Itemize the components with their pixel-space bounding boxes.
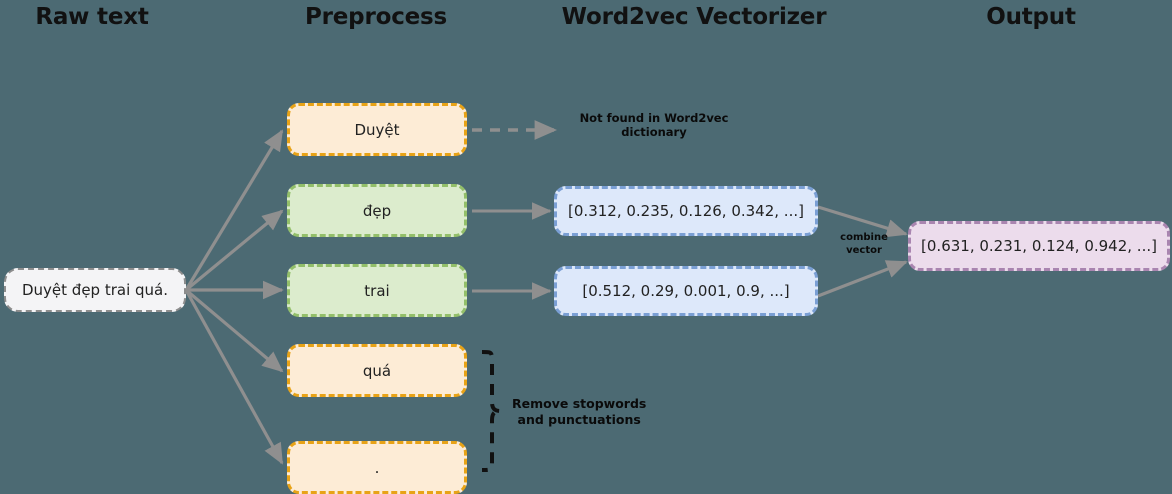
arrow-raw-to-punctuation <box>184 289 284 465</box>
output-vector-label: [0.631, 0.231, 0.124, 0.942, ...] <box>921 237 1157 255</box>
arrow-raw-to-dep <box>184 209 284 292</box>
annotation-combine-vector: combine vector <box>840 232 888 256</box>
token-box-dep[interactable]: đẹp <box>287 184 467 237</box>
column-title-output: Output <box>986 4 1076 30</box>
column-title-word2vec-vectorizer: Word2vec Vectorizer <box>561 4 827 30</box>
annotation-not-found-in-dictionary: Not found in Word2vec dictionary <box>579 111 729 140</box>
raw-text-label: Duyệt đẹp trai quá. <box>21 281 168 299</box>
token-box-qua[interactable]: quá <box>287 344 467 397</box>
token-label-punctuation: . <box>374 458 380 477</box>
token-label-qua: quá <box>362 361 392 380</box>
vector-box-dep[interactable]: [0.312, 0.235, 0.126, 0.342, ...] <box>554 186 818 236</box>
token-label-dep: đẹp <box>362 201 392 220</box>
column-title-preprocess: Preprocess <box>304 4 448 30</box>
brace-remove-stopwords <box>481 350 502 472</box>
vector-box-trai[interactable]: [0.512, 0.29, 0.001, 0.9, ...] <box>554 266 818 316</box>
vector-label-dep: [0.312, 0.235, 0.126, 0.342, ...] <box>568 202 804 220</box>
arrow-vector1-to-output <box>817 205 908 238</box>
output-vector-box[interactable]: [0.631, 0.231, 0.124, 0.942, ...] <box>908 221 1170 271</box>
token-box-trai[interactable]: trai <box>287 264 467 317</box>
raw-text-box[interactable]: Duyệt đẹp trai quá. <box>4 268 186 312</box>
token-label-trai: trai <box>364 281 390 300</box>
vector-label-trai: [0.512, 0.29, 0.001, 0.9, ...] <box>582 282 790 300</box>
token-box-punctuation[interactable]: . <box>287 441 467 494</box>
column-title-raw-text: Raw text <box>35 4 149 30</box>
arrow-vector2-to-output <box>817 260 908 298</box>
arrow-raw-to-duyet <box>184 129 284 291</box>
annotation-remove-stopwords: Remove stopwords and punctuations <box>512 395 647 427</box>
token-label-duyet: Duyệt <box>354 120 400 139</box>
token-box-duyet[interactable]: Duyệt <box>287 103 467 156</box>
arrow-raw-to-qua <box>184 288 284 373</box>
